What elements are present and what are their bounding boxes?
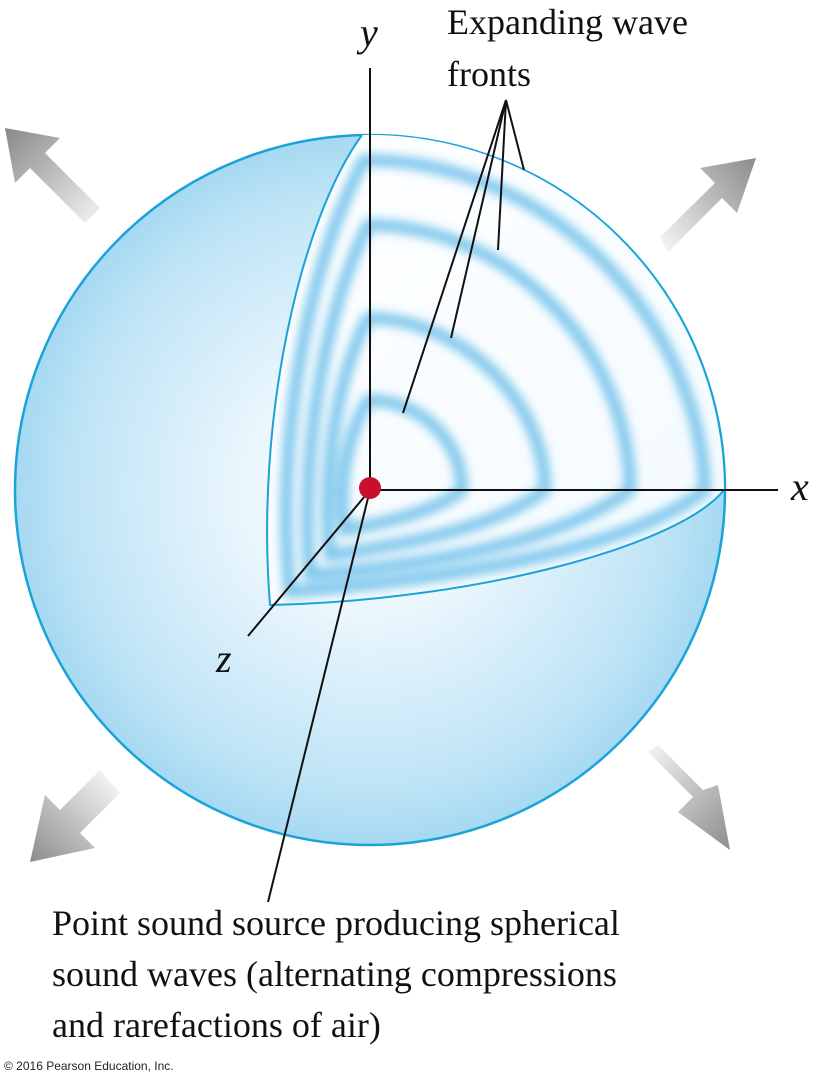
z-axis-label: z [215, 636, 232, 681]
caption-line-3: and rarefactions of air) [52, 1005, 381, 1045]
wavefront-inner [336, 393, 469, 537]
callout-line-1: Expanding wave [447, 2, 688, 42]
callout-leaders [402, 99, 525, 414]
wavefronts [280, 153, 712, 599]
caption-line-2: sound waves (alternating compressions [52, 954, 617, 994]
copyright-notice: © 2016 Pearson Education, Inc. [4, 1059, 174, 1073]
y-axis-label: y [356, 10, 378, 55]
arrow-up-right-icon [660, 158, 756, 252]
x-axis-label: x [790, 464, 809, 509]
wavefront-outer [301, 218, 637, 582]
callout-line-2: fronts [447, 54, 531, 94]
arrow-down-left-icon [30, 770, 120, 862]
point-sound-source [359, 477, 381, 499]
wavefront-middle [321, 311, 552, 562]
wavefront-outermost [280, 153, 712, 599]
cutaway-edge [266, 134, 725, 607]
cutaway-section [266, 134, 725, 607]
z-axis [247, 489, 371, 637]
arrow-down-right-icon [648, 745, 730, 850]
arrow-up-left-icon [5, 128, 100, 223]
source-leader-line [267, 489, 371, 903]
axes [247, 68, 778, 637]
caption-line-1: Point sound source producing spherical [52, 903, 620, 943]
